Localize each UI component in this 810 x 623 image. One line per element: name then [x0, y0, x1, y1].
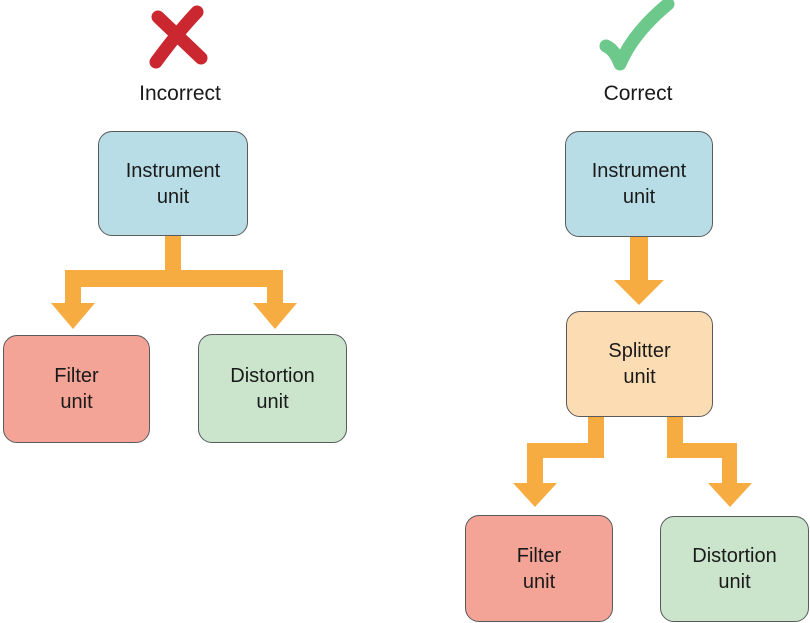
check-icon	[599, 0, 675, 71]
verdict-label-incorrect: Incorrect	[139, 82, 221, 105]
branch-arrow	[51, 236, 297, 329]
verdict-label-correct: Correct	[603, 82, 673, 105]
cross-icon	[149, 5, 208, 69]
node-label-line: Instrument	[125, 159, 221, 182]
node-label-line: unit	[256, 390, 289, 413]
node-label-line: Splitter	[608, 340, 671, 362]
split-right-arrow	[667, 417, 752, 507]
node-distortion-unit-incorrect: Distortion unit	[198, 334, 347, 443]
cross-stroke	[151, 10, 208, 65]
split-left-arrow	[513, 417, 604, 507]
node-label-line: Distortion	[230, 364, 315, 387]
node-label-line: unit	[522, 570, 556, 593]
node-label-line: unit	[156, 185, 190, 208]
node-label-line: unit	[718, 571, 751, 593]
node-instrument-unit-correct: Instrument unit	[565, 131, 713, 237]
node-label-line: Filter	[516, 544, 562, 567]
node-label-line: Instrument	[591, 160, 687, 182]
node-filter-unit-correct: Filter unit	[465, 515, 613, 622]
node-label-line: Filter	[54, 365, 99, 387]
node-distortion-unit-correct: Distortion unit	[660, 516, 809, 622]
node-instrument-unit-incorrect: Instrument unit	[98, 131, 248, 236]
check-stroke	[599, 0, 675, 71]
node-label-line: Distortion	[692, 545, 777, 567]
down-arrow	[614, 237, 664, 305]
node-label-line: unit	[622, 186, 656, 208]
node-label-line: unit	[623, 366, 656, 388]
node-splitter-unit-correct: Splitter unit	[566, 311, 713, 417]
node-filter-unit-incorrect: Filter unit	[3, 335, 150, 443]
node-label-line: unit	[60, 391, 93, 413]
